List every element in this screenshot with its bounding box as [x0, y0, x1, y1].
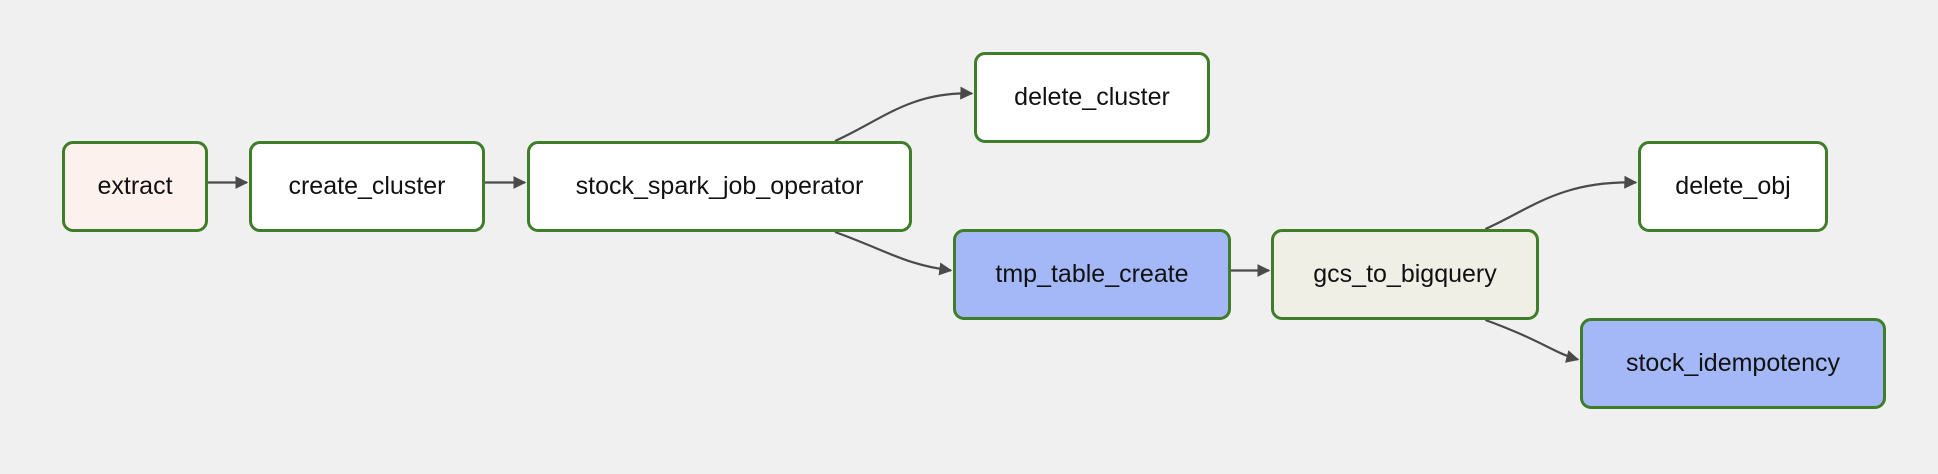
task-label: gcs_to_bigquery: [1313, 260, 1497, 288]
task-label: extract: [97, 172, 173, 200]
task-node-tmp-table-create[interactable]: tmp_table_create: [953, 229, 1231, 320]
task-label: create_cluster: [288, 172, 446, 200]
task-label: delete_obj: [1675, 172, 1791, 200]
task-node-delete-obj[interactable]: delete_obj: [1638, 141, 1828, 232]
edge-stock_spark_job_operator-to-tmp_table_create: [834, 230, 953, 276]
task-label: stock_spark_job_operator: [575, 172, 864, 200]
task-label: stock_idempotency: [1625, 349, 1840, 377]
task-node-extract[interactable]: extract: [62, 141, 208, 232]
task-label: tmp_table_create: [995, 260, 1189, 288]
task-node-stock-idempotency[interactable]: stock_idempotency: [1580, 318, 1886, 409]
edge-stock_spark_job_operator-to-delete_cluster: [834, 86, 974, 143]
edge-gcs_to_bigquery-to-delete_obj: [1484, 175, 1638, 231]
task-node-delete-cluster[interactable]: delete_cluster: [974, 52, 1210, 143]
edge-gcs_to_bigquery-to-stock_idempotency: [1485, 318, 1580, 363]
task-node-stock-spark-job-operator[interactable]: stock_spark_job_operator: [527, 141, 912, 232]
task-node-gcs-to-bigquery[interactable]: gcs_to_bigquery: [1271, 229, 1539, 320]
task-label: delete_cluster: [1014, 83, 1170, 111]
task-node-create-cluster[interactable]: create_cluster: [249, 141, 485, 232]
